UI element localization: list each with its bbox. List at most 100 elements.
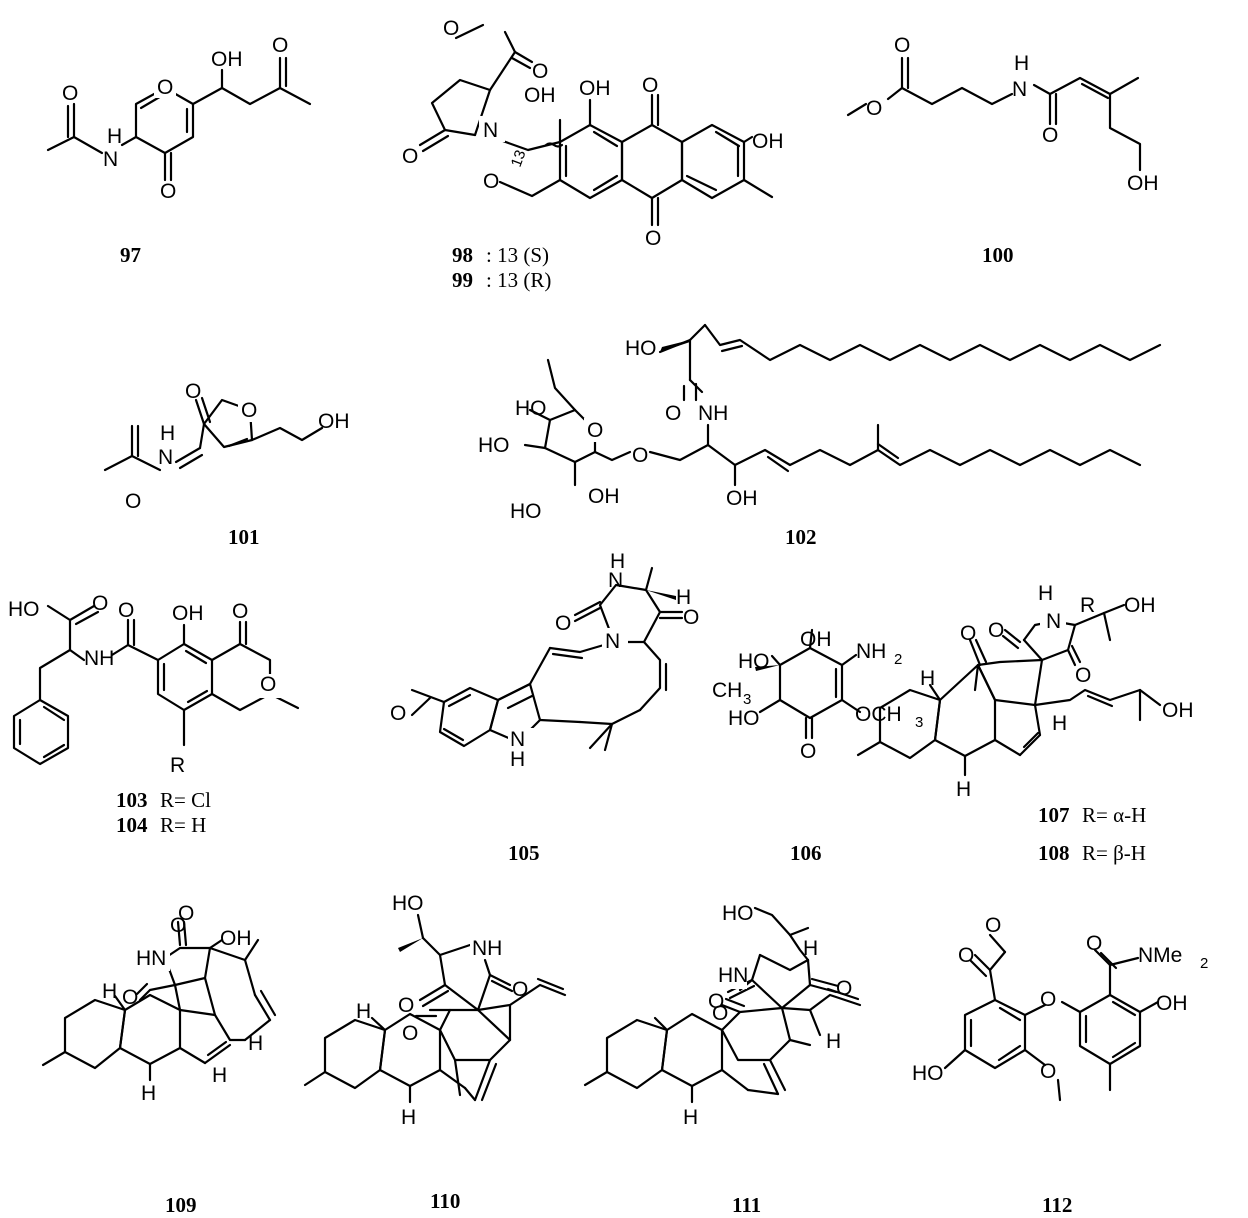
atom-label: O — [958, 944, 974, 967]
compound-100: O O H N O OH 100 — [846, 34, 1159, 267]
compound-caption: : 13 (R) — [486, 268, 551, 292]
atom-label: O — [1086, 932, 1102, 955]
atom-label: R — [170, 754, 185, 777]
atom-label: O — [125, 490, 141, 513]
atom-label: O — [985, 914, 1001, 937]
compound-number: 97 — [120, 243, 141, 267]
atom-label: OH — [318, 410, 350, 433]
atom-label: O — [800, 740, 816, 763]
atom-label: O — [62, 82, 78, 105]
atom-label: OH — [211, 48, 243, 71]
atom-label: H — [956, 778, 971, 801]
atom-label: O — [708, 990, 724, 1013]
atom-label: H — [102, 980, 117, 1003]
atom-label: O — [894, 34, 910, 57]
atom-label: O — [241, 399, 257, 422]
atom-label: H — [610, 550, 625, 573]
atom-label: HO — [515, 397, 547, 420]
compound-number: 98 — [452, 243, 473, 267]
compound-number: 111 — [732, 1193, 761, 1217]
atom-label: H — [1052, 712, 1067, 735]
atom-label: NMe — [1138, 944, 1182, 967]
compound-caption: : 13 (S) — [486, 243, 549, 267]
compound-number: 100 — [982, 243, 1014, 267]
atom-label: 2 — [1200, 955, 1208, 972]
atom-label: O — [866, 97, 882, 120]
compound-caption: R= Cl — [160, 788, 211, 812]
atom-label: OH — [1156, 992, 1188, 1015]
compound-caption: R= α-H — [1082, 803, 1146, 827]
atom-label: O — [260, 673, 276, 696]
locant-label: 13 — [508, 148, 530, 169]
atom-label: O — [122, 986, 138, 1009]
atom-label: HO — [912, 1062, 944, 1085]
atom-label: O — [645, 227, 661, 250]
atom-label: H — [1038, 582, 1053, 605]
atom-label: H — [920, 667, 935, 690]
atom-label: O — [1040, 1060, 1056, 1083]
atom-label: H — [160, 422, 175, 445]
atom-label: R — [1080, 594, 1095, 617]
atom-label: HO — [478, 434, 510, 457]
atom-label: H — [141, 1082, 156, 1105]
atom-label: NH — [472, 937, 502, 960]
atom-label: H — [676, 586, 691, 609]
atom-label: N — [510, 728, 525, 751]
atom-label: OCH — [855, 703, 902, 726]
compound-number: 112 — [1042, 1193, 1072, 1217]
compound-103-104: HO O OH O O NH O R 103 R= Cl 104 R= H — [8, 592, 300, 837]
atom-label: OH — [726, 487, 758, 510]
atom-label: O — [712, 1002, 728, 1025]
atom-label: H — [212, 1064, 227, 1087]
atom-label: OH — [752, 130, 784, 153]
atom-label: O — [683, 606, 699, 629]
atom-label: OH — [1124, 594, 1156, 617]
atom-label: N — [483, 119, 498, 142]
atom-label: O — [632, 444, 648, 467]
atom-label: O — [555, 612, 571, 635]
atom-label: O — [272, 34, 288, 57]
atom-label: O — [398, 994, 414, 1017]
atom-label: N — [1012, 78, 1027, 101]
compound-number: 105 — [508, 841, 540, 865]
atom-label: O — [118, 599, 134, 622]
atom-label: O — [1075, 664, 1091, 687]
atom-label: H — [683, 1106, 698, 1129]
atom-label: N — [605, 630, 620, 653]
atom-label: O — [92, 592, 108, 615]
compound-101: O O OH H N O 101 — [103, 380, 350, 549]
compound-110: HO NH O O O H H 110 — [303, 892, 567, 1213]
compound-106: OH HO NH 2 CH 3 HO OCH 3 O 106 — [712, 628, 923, 865]
atom-label: H — [803, 937, 818, 960]
atom-label: O — [160, 180, 176, 203]
atom-label: 3 — [915, 714, 923, 731]
compound-109: O HN OH O O H H H H 109 — [41, 902, 277, 1217]
atom-label: O — [665, 402, 681, 425]
atom-label: 2 — [894, 651, 902, 668]
atom-label: O — [390, 702, 406, 725]
atom-label: HO — [8, 598, 40, 621]
compound-102: HO O NH HO O HO O OH HO OH 102 — [478, 323, 1162, 549]
atom-label: H — [401, 1106, 416, 1129]
atom-label: N — [103, 148, 118, 171]
atom-label: OH — [172, 602, 204, 625]
atom-label: N — [608, 569, 623, 592]
atom-label: HN — [136, 947, 166, 970]
atom-label: O — [483, 170, 499, 193]
atom-label: OH — [800, 628, 832, 651]
atom-label: OH — [579, 77, 611, 100]
atom-label: 3 — [743, 691, 751, 708]
atom-label: OH — [1162, 699, 1194, 722]
atom-label: O — [157, 76, 173, 99]
compound-caption: R= β-H — [1082, 841, 1146, 865]
atom-label: NH — [856, 640, 886, 663]
atom-label: N — [158, 446, 173, 469]
atom-label: O — [185, 380, 201, 403]
atom-label: O — [642, 74, 658, 97]
compound-97: O OH O O N H O 97 — [46, 34, 312, 267]
atom-label: OH — [1127, 172, 1159, 195]
atom-label: CH — [712, 679, 742, 702]
atom-label: O — [443, 17, 459, 40]
